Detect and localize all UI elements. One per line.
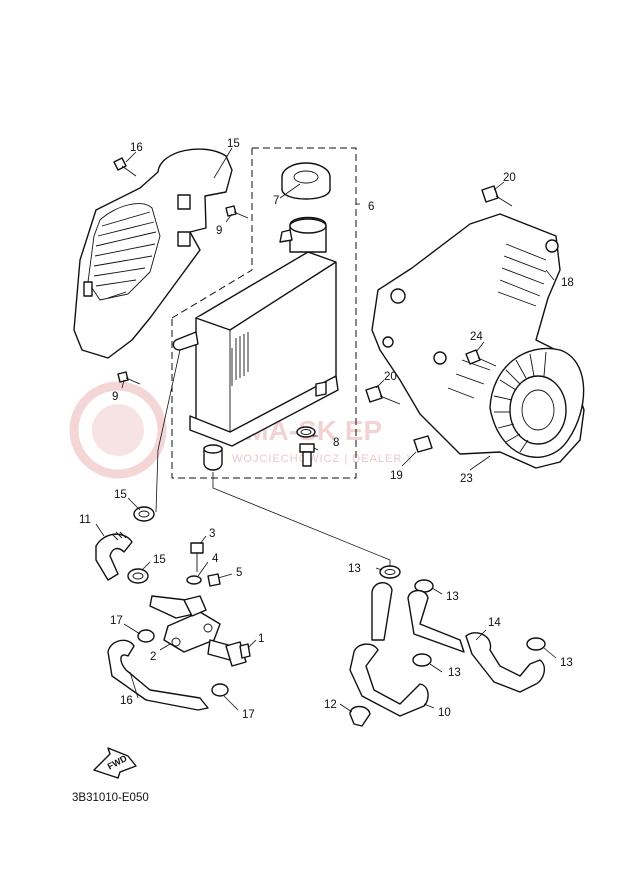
bolt-5 (207, 573, 221, 587)
callout-16: 16 (120, 695, 133, 707)
callout-9-upper: 9 (216, 225, 222, 237)
callout-13-d: 13 (560, 657, 573, 669)
callout-23: 23 (460, 473, 473, 485)
clamp-12 (349, 705, 371, 727)
callout-10: 10 (438, 707, 451, 719)
radiator-cover (73, 148, 233, 359)
clamp-13-d (526, 637, 546, 651)
routing-line-left (155, 349, 181, 513)
callout-9-lower: 9 (112, 391, 118, 403)
thermo-switch (225, 641, 251, 667)
clamp-15-upper (133, 506, 155, 522)
callout-13-b: 13 (446, 591, 459, 603)
fwd-arrow-icon: FWD (93, 747, 137, 779)
callout-13-a: 13 (348, 563, 361, 575)
callout-22: 16 (130, 142, 143, 154)
callout-20-upper: 20 (503, 172, 516, 184)
radiator-cap (281, 162, 331, 200)
callouts: 15 16 7 6 9 9 8 20 18 24 20 19 23 15 11 … (79, 138, 574, 721)
callout-15-upper: 15 (114, 489, 127, 501)
watermark-sub-text: WOJCIECHOWICZ | DEALER Y (232, 453, 415, 465)
callout-14: 14 (488, 617, 501, 629)
hose-16 (107, 639, 209, 711)
callout-24: 24 (470, 331, 483, 343)
screw-9-upper (225, 205, 249, 219)
drain-bolt (296, 426, 316, 467)
clamp-13-c (412, 653, 432, 667)
callout-19: 19 (390, 470, 403, 482)
callout-12: 12 (324, 699, 337, 711)
damper-19 (413, 435, 433, 453)
clamp-15-lower (127, 568, 149, 584)
diagram-code: 3B31010-E050 (72, 792, 149, 804)
clamp-13-a (379, 565, 401, 579)
callout-3: 3 (209, 528, 215, 540)
washer-4 (186, 575, 202, 585)
bolt-3 (190, 542, 204, 572)
callout-18: 18 (561, 277, 574, 289)
callout-17-upper: 17 (110, 615, 123, 627)
callout-11: 11 (79, 514, 91, 526)
hose-10 (349, 582, 429, 717)
callout-8: 8 (333, 437, 339, 449)
screw-9-lower (117, 371, 141, 385)
callout-2: 2 (150, 651, 156, 663)
leader-lines (95, 147, 557, 713)
callout-15-lower: 15 (153, 554, 166, 566)
assembly-box (171, 147, 357, 479)
callout-1: 1 (258, 633, 264, 645)
bolt-24 (465, 349, 497, 367)
callout-5: 5 (236, 567, 242, 579)
clamp-17-lower (211, 683, 229, 697)
hose-11 (95, 531, 133, 581)
callout-20-lower: 20 (384, 371, 397, 383)
callout-13-c: 13 (448, 667, 461, 679)
radiator (172, 216, 339, 471)
callout-17-lower: 17 (242, 709, 255, 721)
callout-4: 4 (212, 553, 219, 565)
bolt-20-upper (481, 185, 513, 207)
thermostat-housing (149, 595, 233, 661)
routing-line-lower (212, 472, 391, 566)
screw-22 (113, 157, 137, 177)
callout-6: 6 (368, 201, 374, 213)
cooling-fan (489, 347, 585, 458)
bolt-20-lower (365, 385, 401, 405)
hose-14 (407, 589, 546, 693)
callout-21: 15 (227, 138, 240, 150)
callout-7: 7 (273, 195, 279, 207)
clamp-17-upper (137, 629, 155, 643)
